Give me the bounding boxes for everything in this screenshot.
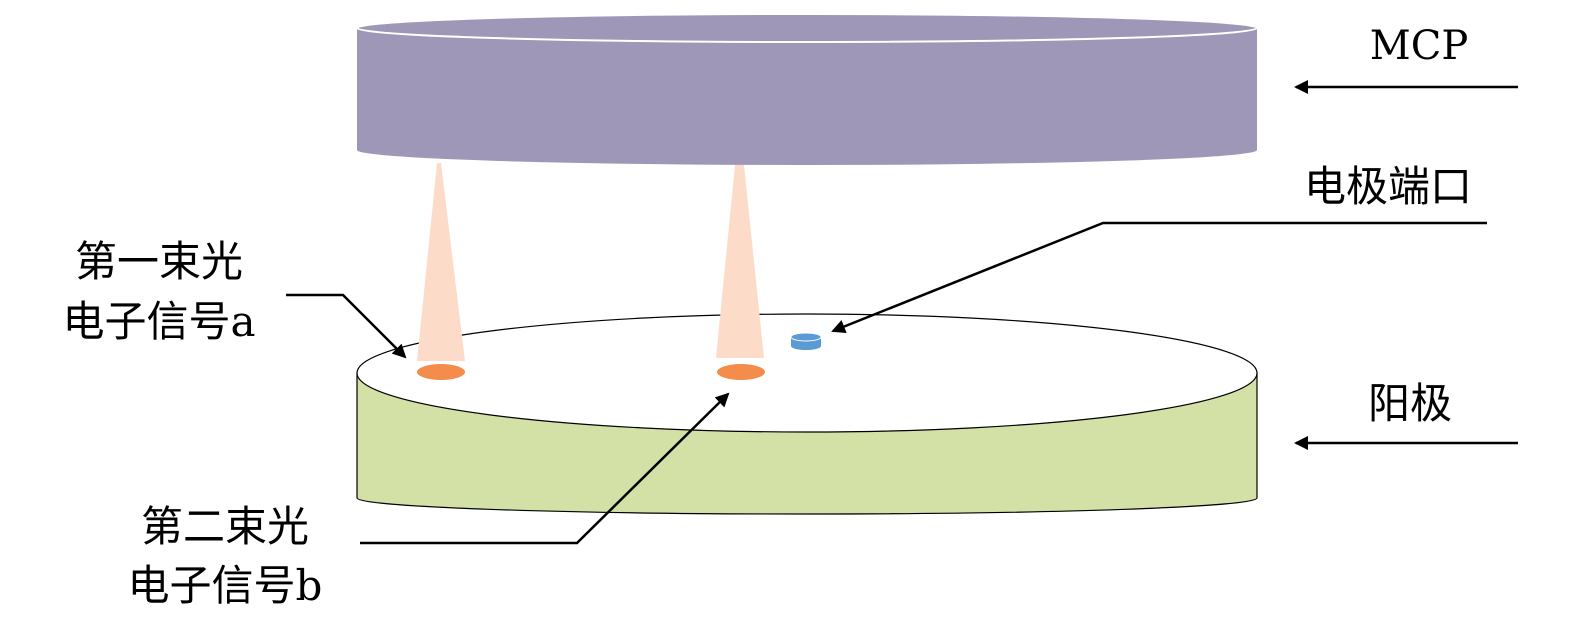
mcp-top-rim bbox=[356, 13, 1258, 43]
anode-top-surface bbox=[356, 313, 1258, 433]
signal-spot-a bbox=[417, 364, 465, 380]
anode-cylinder bbox=[356, 313, 1258, 515]
signal-a-label-line1: 第一束光 bbox=[75, 237, 243, 286]
electron-beam-b bbox=[716, 165, 764, 358]
signal-b-label-line2: 电子信号b bbox=[128, 561, 323, 610]
signal-b-label-line1: 第二束光 bbox=[141, 502, 309, 551]
mcp-label: MCP bbox=[1370, 23, 1468, 69]
signal-a-label-line2: 电子信号a bbox=[62, 297, 255, 346]
electrode-port bbox=[790, 332, 822, 350]
signal-a-leader bbox=[286, 293, 407, 359]
signal-b-leader bbox=[360, 392, 730, 545]
mcp-plate bbox=[356, 13, 1258, 165]
anode-label: 阳极 bbox=[1368, 379, 1452, 428]
mcp-body bbox=[357, 28, 1257, 165]
signal-spot-b bbox=[717, 364, 765, 380]
electron-beam-a bbox=[417, 163, 465, 361]
electrode-port-leader bbox=[831, 221, 1487, 334]
electrode-port-label: 电极端口 bbox=[1304, 162, 1472, 211]
